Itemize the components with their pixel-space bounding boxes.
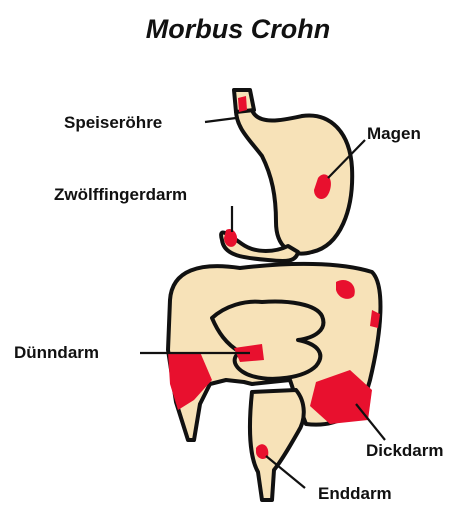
label-magen: Magen: [367, 124, 421, 144]
label-speiseroehre: Speiseröhre: [64, 113, 162, 133]
stomach: [236, 110, 352, 254]
label-zwoelffingerdarm: Zwölffingerdarm: [54, 185, 187, 205]
inflamed-area-esophagus: [238, 96, 247, 112]
rectum: [250, 390, 304, 500]
leader-speiseroehre: [205, 118, 236, 122]
label-dickdarm: Dickdarm: [366, 441, 443, 461]
label-enddarm: Enddarm: [318, 484, 392, 504]
label-duenndarm: Dünndarm: [14, 343, 99, 363]
leader-dickdarm: [356, 404, 385, 440]
